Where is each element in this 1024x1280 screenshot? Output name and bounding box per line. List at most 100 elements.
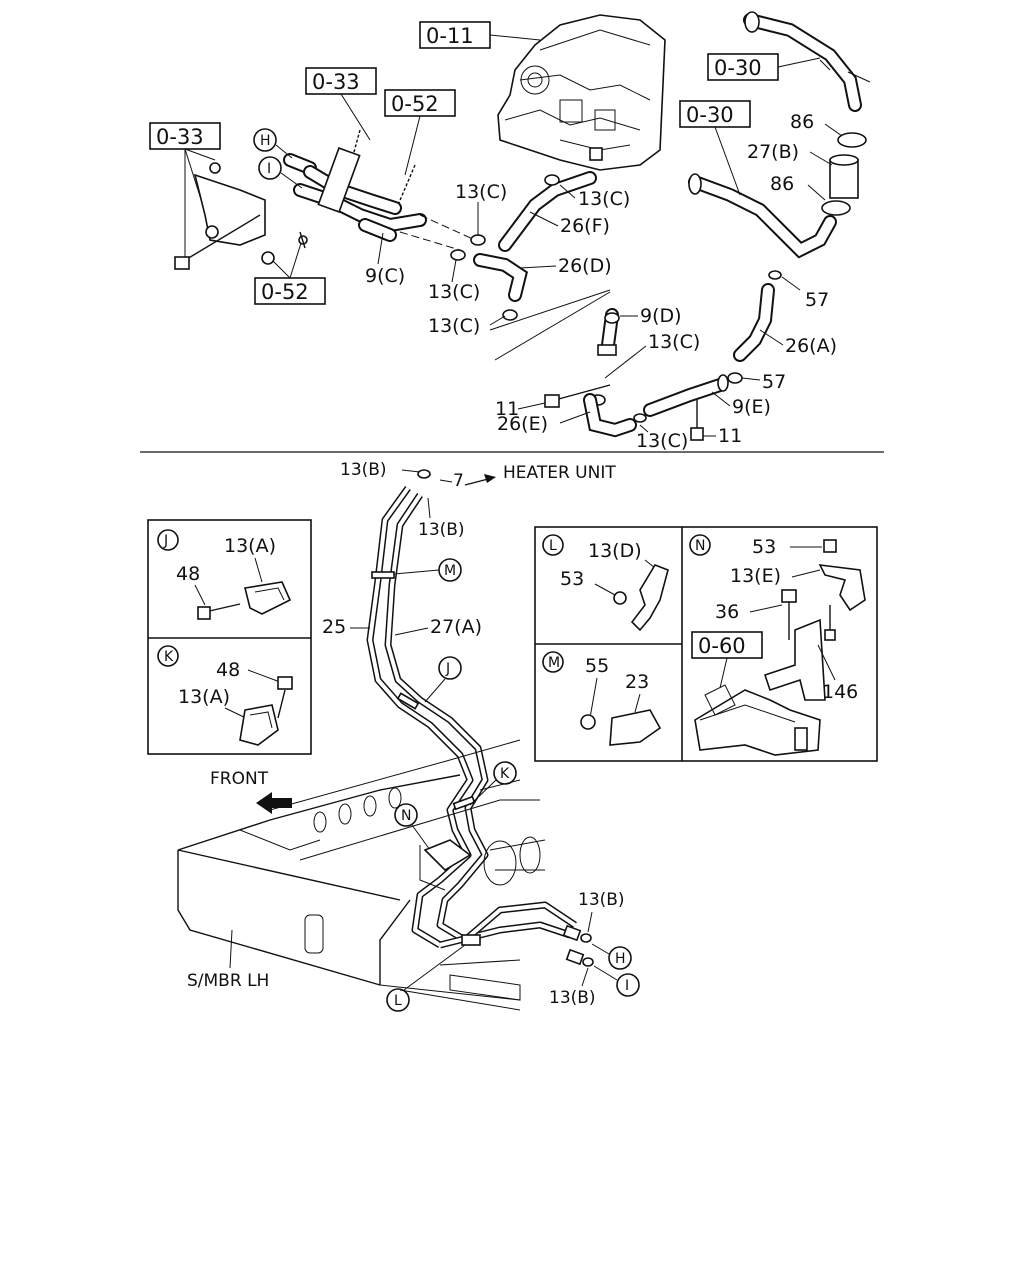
ref-box-0-33-upper: 0-33 bbox=[305, 67, 377, 141]
label-27b: 27(B) bbox=[747, 141, 799, 163]
callout-k: K bbox=[469, 761, 517, 806]
callout-i-bottom: I bbox=[593, 965, 640, 997]
svg-text:M: M bbox=[548, 655, 560, 671]
inset-k-label-13a: 13(A) bbox=[178, 686, 230, 708]
inset-n-label-53: 53 bbox=[752, 536, 776, 558]
label-26e: 26(E) bbox=[497, 413, 548, 435]
hose-26e bbox=[583, 393, 647, 438]
label-13c-5: 13(C) bbox=[648, 331, 700, 353]
inset-m-label-55: 55 bbox=[585, 655, 609, 677]
hose-0-30-lower bbox=[688, 173, 837, 259]
svg-text:K: K bbox=[500, 766, 510, 782]
ref-0-30-upper: 0-30 bbox=[714, 56, 762, 80]
inset-l-label-13d: 13(D) bbox=[588, 540, 642, 562]
label-9c: 9(C) bbox=[365, 265, 405, 287]
svg-text:L: L bbox=[394, 993, 402, 1009]
ref-box-0-52-lower: 0-52 bbox=[254, 239, 326, 305]
label-9e: 9(E) bbox=[732, 396, 771, 418]
ref-0-60: 0-60 bbox=[698, 634, 746, 658]
callout-h-top: H bbox=[253, 128, 293, 159]
label-26d: 26(D) bbox=[558, 255, 612, 277]
bolt-11a bbox=[544, 384, 611, 408]
callout-j: J bbox=[424, 656, 462, 703]
clamp-86-upper bbox=[824, 123, 867, 148]
label-13c-6: 13(C) bbox=[636, 430, 688, 452]
label-86-upper: 86 bbox=[790, 111, 814, 133]
svg-text:M: M bbox=[444, 563, 456, 579]
hose-26d bbox=[473, 253, 528, 302]
label-26a: 26(A) bbox=[785, 335, 837, 357]
label-front: FRONT bbox=[210, 769, 269, 789]
inset-n-label-13e: 13(E) bbox=[730, 565, 781, 587]
callout-l: L bbox=[386, 944, 466, 1012]
label-57-upper: 57 bbox=[805, 289, 829, 311]
svg-text:N: N bbox=[401, 808, 411, 824]
inset-jk bbox=[147, 519, 312, 755]
svg-text:J: J bbox=[163, 533, 168, 549]
ref-box-0-33-left: 0-33 bbox=[149, 122, 221, 258]
label-13c-4: 13(C) bbox=[428, 315, 480, 337]
pipe-bracket bbox=[419, 839, 472, 891]
hose-0-30-upper bbox=[743, 11, 871, 112]
hose-26a bbox=[733, 283, 775, 362]
inset-m-label-23: 23 bbox=[625, 671, 649, 693]
mounting-bracket bbox=[174, 129, 416, 270]
label-11-upper: 11 bbox=[495, 398, 519, 420]
hose-26f bbox=[498, 171, 597, 252]
ref-box-0-11: 0-11 bbox=[419, 21, 541, 49]
engine-block bbox=[497, 14, 666, 171]
svg-text:H: H bbox=[260, 133, 271, 149]
svg-text:L: L bbox=[549, 538, 557, 554]
ref-0-33-upper: 0-33 bbox=[312, 70, 360, 94]
clamp-57-upper bbox=[768, 270, 801, 291]
pipe-ends bbox=[562, 924, 594, 967]
callout-n: N bbox=[394, 803, 431, 851]
heater-arrow bbox=[464, 474, 496, 486]
pipe-9e bbox=[643, 372, 761, 417]
svg-text:N: N bbox=[695, 538, 705, 554]
label-9d: 9(D) bbox=[640, 305, 682, 327]
inset-n-label-36: 36 bbox=[715, 601, 739, 623]
ref-box-0-30-lower: 0-30 bbox=[679, 100, 751, 196]
label-7: 7 bbox=[453, 471, 464, 491]
pipe-9d bbox=[597, 308, 620, 356]
label-13b-3: 13(B) bbox=[578, 890, 625, 910]
label-heater-unit: HEATER UNIT bbox=[503, 463, 616, 483]
label-11-lower: 11 bbox=[718, 425, 742, 447]
label-13c-2: 13(C) bbox=[578, 188, 630, 210]
pipe-9c bbox=[283, 147, 476, 251]
svg-text:I: I bbox=[625, 978, 629, 994]
label-13b-1: 13(B) bbox=[340, 460, 387, 480]
label-13c-3: 13(C) bbox=[428, 281, 480, 303]
callout-m: M bbox=[393, 558, 462, 582]
inset-lmn bbox=[534, 526, 878, 762]
label-25: 25 bbox=[322, 616, 346, 638]
inset-n: N 53 13(E) 36 146 bbox=[689, 534, 866, 756]
front-arrow-icon bbox=[256, 792, 292, 814]
inset-l-label-53: 53 bbox=[560, 568, 584, 590]
ref-0-52-upper: 0-52 bbox=[391, 92, 439, 116]
svg-text:I: I bbox=[267, 161, 271, 177]
ref-0-52-lower: 0-52 bbox=[261, 280, 309, 304]
label-13b-4: 13(B) bbox=[549, 988, 596, 1008]
hose-27b bbox=[809, 151, 859, 199]
callout-h-bottom: H bbox=[591, 943, 632, 970]
heater-pipes bbox=[366, 485, 577, 949]
label-86-lower: 86 bbox=[770, 173, 794, 195]
inset-j-label-48: 48 bbox=[176, 563, 200, 585]
callout-i-top: I bbox=[258, 156, 303, 189]
ref-0-33-left: 0-33 bbox=[156, 125, 204, 149]
svg-text:K: K bbox=[164, 649, 174, 665]
inset-l: L 13(D) 53 bbox=[542, 534, 669, 632]
inset-n-label-146: 146 bbox=[822, 681, 858, 703]
inset-k: K 48 13(A) bbox=[157, 645, 293, 746]
clamp-86-lower bbox=[807, 184, 851, 216]
label-13b-2: 13(B) bbox=[418, 520, 465, 540]
label-57-lower: 57 bbox=[762, 371, 786, 393]
label-26f: 26(F) bbox=[560, 215, 610, 237]
chassis-frame bbox=[177, 739, 546, 1011]
label-27a: 27(A) bbox=[430, 616, 482, 638]
label-smbr-lh: S/MBR LH bbox=[187, 971, 269, 991]
